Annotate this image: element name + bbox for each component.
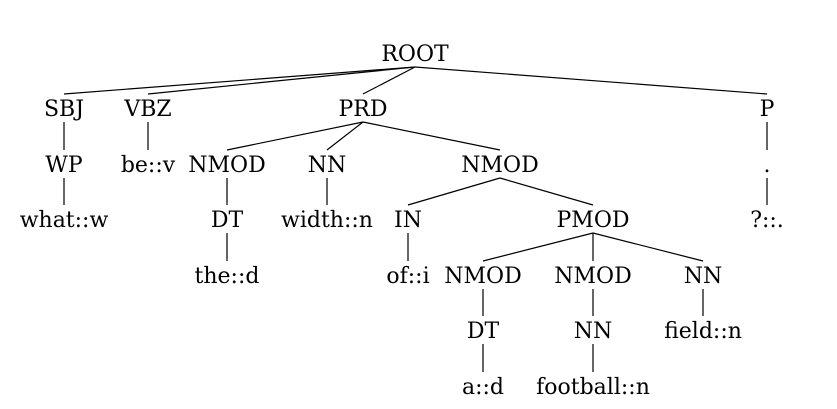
tree-node-a-d: a::d bbox=[462, 375, 504, 400]
tree-node-prd: PRD bbox=[338, 97, 387, 122]
tree-node-width-n: width::n bbox=[281, 208, 373, 233]
tree-node-dt: DT bbox=[467, 319, 500, 344]
tree-edge bbox=[407, 177, 501, 206]
tree-edge bbox=[63, 66, 416, 95]
tree-node-be-v: be::v bbox=[121, 153, 176, 178]
tree-node-wp: WP bbox=[45, 153, 83, 178]
tree-node-nmod: NMOD bbox=[554, 264, 631, 289]
tree-edge bbox=[592, 232, 704, 262]
tree-node-nmod: NMOD bbox=[188, 153, 265, 178]
tree-node-in: IN bbox=[394, 208, 422, 233]
tree-node-nn: NN bbox=[308, 153, 347, 178]
edges-layer bbox=[63, 66, 768, 372]
tree-node-punct: . bbox=[764, 153, 771, 178]
tree-node-dt: DT bbox=[211, 208, 244, 233]
tree-node-pmod: PMOD bbox=[556, 208, 629, 233]
tree-edge bbox=[362, 121, 501, 151]
tree-node-root: ROOT bbox=[381, 42, 449, 67]
tree-node-nn: NN bbox=[684, 264, 723, 289]
tree-edge bbox=[326, 121, 364, 151]
tree-node-field-n: field::n bbox=[664, 319, 742, 344]
tree-edge bbox=[362, 66, 416, 95]
tree-edge bbox=[414, 66, 768, 95]
tree-node-the-d: the::d bbox=[195, 264, 260, 289]
tree-edge bbox=[147, 66, 416, 95]
nodes-layer: ROOTSBJWPwhat::wVBZbe::vPRDNMODDTthe::dN… bbox=[20, 42, 784, 400]
tree-node-nn: NN bbox=[574, 319, 613, 344]
tree-node-what-w: what::w bbox=[20, 208, 109, 233]
tree-node-punct: ?::. bbox=[750, 208, 784, 233]
tree-node-nmod: NMOD bbox=[461, 153, 538, 178]
tree-node-nmod: NMOD bbox=[444, 264, 521, 289]
tree-edge bbox=[499, 177, 594, 206]
tree-node-football-n: football::n bbox=[536, 375, 650, 400]
tree-node-vbz: VBZ bbox=[123, 97, 171, 122]
tree-node-of-i: of::i bbox=[386, 264, 429, 289]
tree-edge bbox=[226, 121, 364, 151]
tree-edge bbox=[482, 232, 594, 262]
tree-node-p: P bbox=[760, 97, 775, 122]
tree-node-sbj: SBJ bbox=[44, 97, 84, 122]
